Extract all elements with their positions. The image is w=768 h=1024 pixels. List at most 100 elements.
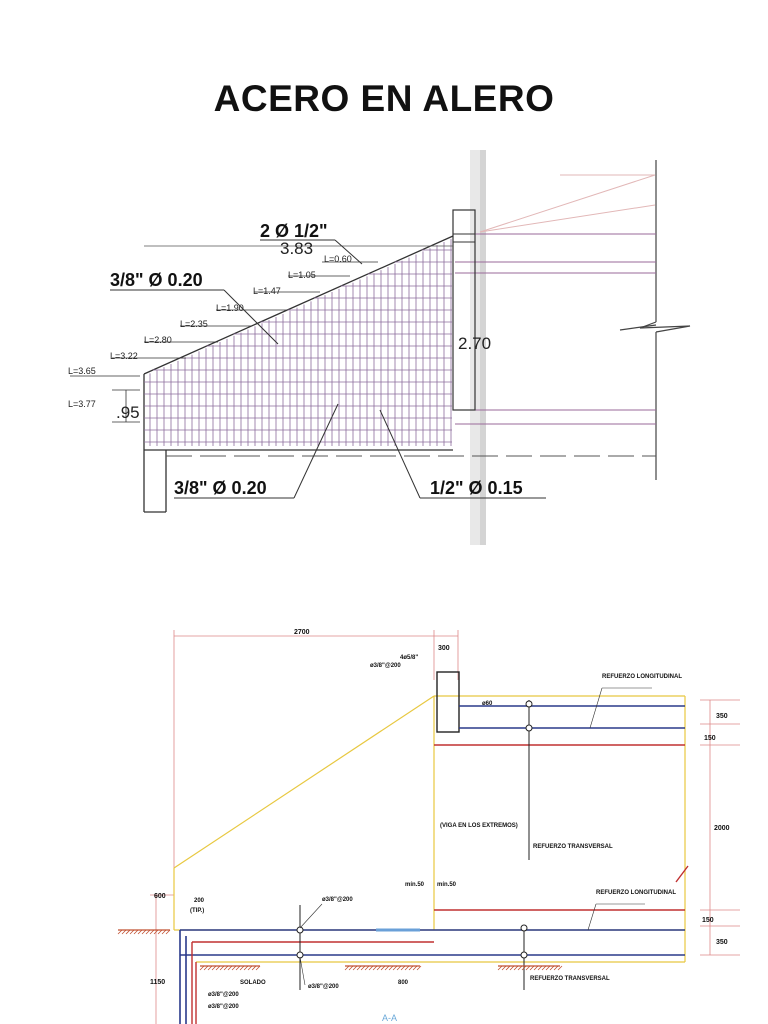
vertical-rebar-grid bbox=[149, 238, 452, 446]
hatch-stroke bbox=[509, 965, 515, 971]
hatch-stroke bbox=[404, 965, 410, 971]
hatch-stroke bbox=[372, 965, 378, 971]
refuerzo-transversal-mid: REFUERZO TRANSVERSAL bbox=[533, 844, 613, 850]
left-bar-1: ø3/8"@200 bbox=[208, 992, 239, 998]
length-label: L=3.77 bbox=[68, 399, 96, 409]
left-bar-label: 3/8" Ø 0.20 bbox=[110, 270, 203, 290]
dim-1150: 1150 bbox=[150, 979, 165, 986]
hatch-stroke bbox=[545, 965, 551, 971]
hatch-stroke bbox=[416, 965, 422, 971]
dim-top-width: 2700 bbox=[294, 629, 310, 636]
dim-350-top: 350 bbox=[716, 713, 728, 720]
hatch-stroke bbox=[348, 965, 354, 971]
background-structure bbox=[479, 174, 656, 233]
hatch-stroke bbox=[529, 965, 535, 971]
bottom-right-bar-label: 1/2" Ø 0.15 bbox=[430, 478, 523, 498]
hatch-stroke bbox=[199, 965, 205, 971]
hatch-stroke bbox=[247, 965, 253, 971]
hatch-stroke bbox=[133, 929, 139, 935]
hatch-stroke bbox=[157, 929, 163, 935]
hatch-stroke bbox=[239, 965, 245, 971]
dim-800: 800 bbox=[398, 980, 409, 986]
hatch-stroke bbox=[521, 965, 527, 971]
length-label: L=2.35 bbox=[180, 319, 208, 329]
top-bar-label: 2 Ø 1/2" bbox=[260, 221, 328, 241]
hatch-stroke bbox=[255, 965, 261, 971]
hatch-stroke bbox=[412, 965, 418, 971]
length-label: L=0.60 bbox=[324, 254, 352, 264]
hatch-stroke bbox=[505, 965, 511, 971]
hatch-stroke bbox=[219, 965, 225, 971]
hatch-stroke bbox=[388, 965, 394, 971]
dim-200: 200 bbox=[194, 898, 205, 904]
hatch-stroke bbox=[125, 929, 131, 935]
hatch-stroke bbox=[251, 965, 257, 971]
min-label: mín.50 bbox=[405, 882, 425, 888]
tip-label: (TIP.) bbox=[190, 908, 204, 914]
length-label: L=3.22 bbox=[110, 351, 138, 361]
bottom-left-bar-label: 3/8" Ø 0.20 bbox=[174, 478, 267, 498]
refuerzo-longitudinal-top: REFUERZO LONGITUDINAL bbox=[602, 674, 682, 680]
hatch-stroke bbox=[557, 965, 563, 971]
base-dim-lines bbox=[112, 389, 140, 423]
section-label: A-A bbox=[382, 1013, 397, 1023]
hatch-stroke bbox=[525, 965, 531, 971]
length-leaders bbox=[70, 261, 378, 377]
hatch-stroke bbox=[408, 965, 414, 971]
left-bar-2: ø3/8"@200 bbox=[208, 1004, 239, 1010]
hatch-stroke bbox=[396, 965, 402, 971]
ground-hatching bbox=[118, 929, 560, 967]
transverse-rebars bbox=[191, 744, 685, 1024]
hatch-stroke bbox=[207, 965, 213, 971]
beam-lines bbox=[455, 233, 656, 425]
base-dimension: .95 bbox=[116, 403, 140, 422]
hatch-stroke bbox=[145, 929, 151, 935]
wing-wall-outline bbox=[143, 235, 454, 513]
hatch-stroke bbox=[497, 965, 503, 971]
hatch-stroke bbox=[400, 965, 406, 971]
top-beam-section bbox=[436, 671, 460, 733]
refuerzo-longitudinal-bottom: REFUERZO LONGITUDINAL bbox=[596, 890, 676, 896]
hatch-stroke bbox=[344, 965, 350, 971]
hatch-stroke bbox=[153, 929, 159, 935]
hatch-stroke bbox=[121, 929, 127, 935]
break-mark bbox=[675, 865, 689, 883]
refuerzo-transversal-bottom: REFUERZO TRANSVERSAL bbox=[530, 976, 610, 982]
hatch-stroke bbox=[517, 965, 523, 971]
dim-600: 600 bbox=[154, 893, 166, 900]
slab-bar-bottom: ø3/8"@200 bbox=[308, 984, 339, 990]
hatch-stroke bbox=[541, 965, 547, 971]
length-label: L=1.05 bbox=[288, 270, 316, 280]
length-label: L=1.90 bbox=[216, 303, 244, 313]
hatch-stroke bbox=[215, 965, 221, 971]
dim-350-bottom: 350 bbox=[716, 939, 728, 946]
horizontal-rebar-grid bbox=[144, 249, 452, 443]
hatch-stroke bbox=[211, 965, 217, 971]
hatch-stroke bbox=[553, 965, 559, 971]
hatch-stroke bbox=[227, 965, 233, 971]
hatch-stroke bbox=[360, 965, 366, 971]
hatch-stroke bbox=[141, 929, 147, 935]
beam-bars-label: 4ø5/8" bbox=[400, 655, 418, 661]
viga-label: (VIGA EN LOS EXTREMOS) bbox=[440, 823, 518, 829]
hatch-stroke bbox=[364, 965, 370, 971]
vertical-rebars bbox=[299, 700, 530, 990]
top-reinforcement-drawing: 3.83 2 Ø 1/2" L=0.60 L=1.05 L=1.47 L=1.9… bbox=[68, 150, 691, 545]
rebar-dots bbox=[296, 700, 533, 959]
hatch-stroke bbox=[117, 929, 123, 935]
hatch-stroke bbox=[235, 965, 241, 971]
hatch-stroke bbox=[380, 965, 386, 971]
beam-stirrups-label: ø3/8"@200 bbox=[370, 663, 401, 669]
dim-150-top: 150 bbox=[704, 735, 716, 742]
length-label: L=2.80 bbox=[144, 335, 172, 345]
hatch-stroke bbox=[243, 965, 249, 971]
hatch-stroke bbox=[384, 965, 390, 971]
hatch-stroke bbox=[203, 965, 209, 971]
wall-outline bbox=[619, 160, 691, 480]
ground-hatching-strokes bbox=[117, 929, 563, 971]
length-label: L=3.65 bbox=[68, 366, 96, 376]
section-detail-drawing: 2700 300 4ø5/8" ø3/8"@200 ø60 bbox=[117, 629, 740, 1024]
hatch-stroke bbox=[533, 965, 539, 971]
wall-column bbox=[452, 209, 476, 411]
hatch-stroke bbox=[129, 929, 135, 935]
